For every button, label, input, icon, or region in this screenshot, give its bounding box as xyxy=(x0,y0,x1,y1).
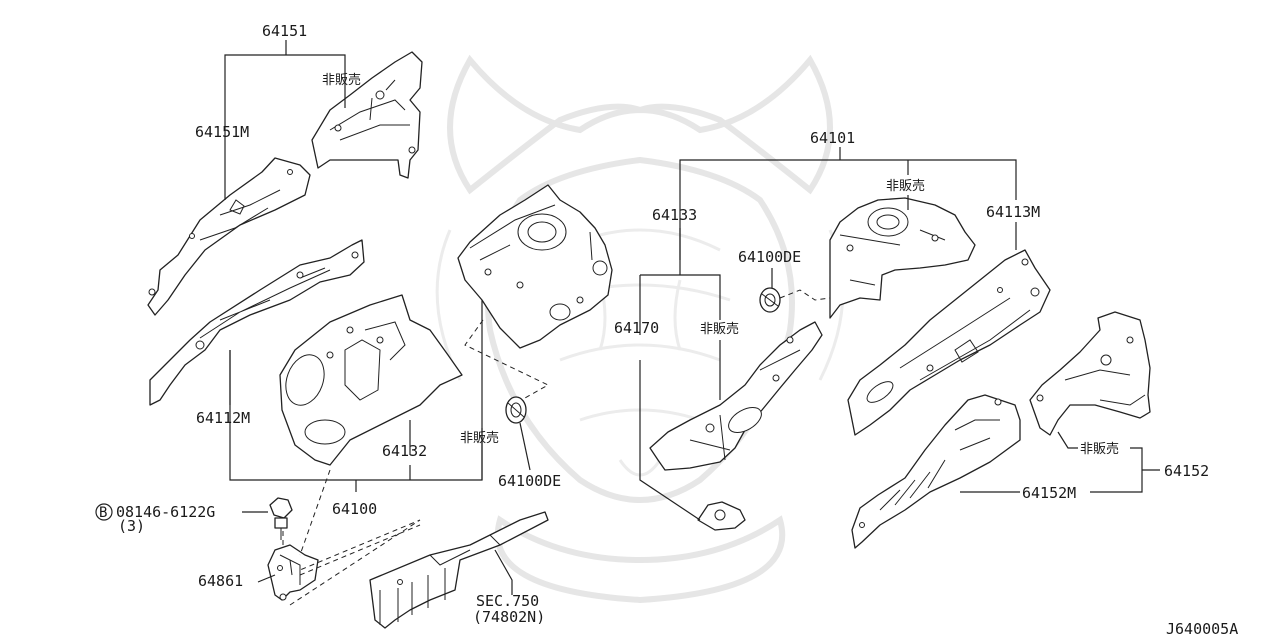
label-not-for-sale-64101: 非販売 xyxy=(886,178,925,194)
label-64113m: 64113M xyxy=(986,203,1040,221)
label-64151: 64151 xyxy=(262,22,307,40)
label-64152: 64152 xyxy=(1164,462,1209,480)
label-not-for-sale-64170: 非販売 xyxy=(700,321,739,337)
part-64100de-left xyxy=(505,396,527,424)
part-64861-bracket xyxy=(267,544,319,601)
label-64101: 64101 xyxy=(810,129,855,147)
part-64151-upper xyxy=(311,51,423,179)
part-64113m xyxy=(847,249,1051,436)
label-64100de-right: 64100DE xyxy=(738,248,801,266)
label-not-for-sale-64100: 非販売 xyxy=(460,430,499,446)
label-not-for-sale-64151: 非販売 xyxy=(322,72,361,88)
label-sec750-part: (74802N) xyxy=(473,608,545,626)
part-64152m xyxy=(851,394,1021,549)
part-64100de-right xyxy=(759,287,781,313)
label-bolt-qty: (3) xyxy=(118,517,145,535)
label-64133: 64133 xyxy=(652,206,697,224)
label-64132: 64132 xyxy=(382,442,427,460)
label-64861: 64861 xyxy=(198,572,243,590)
label-64170: 64170 xyxy=(614,319,659,337)
part-sec750-frame xyxy=(369,511,549,629)
part-64170 xyxy=(649,321,823,471)
bolt-circle-mark xyxy=(95,503,113,521)
label-not-for-sale-64152: 非販売 xyxy=(1080,441,1119,457)
part-64101-top xyxy=(829,197,976,319)
part-64132 xyxy=(279,294,463,466)
leader-lines xyxy=(224,40,1160,606)
part-64133 xyxy=(697,501,746,531)
bolt-08146-6122g xyxy=(269,497,293,540)
part-64112m xyxy=(149,239,365,406)
part-64152 xyxy=(1029,311,1151,436)
part-64151m xyxy=(147,157,311,316)
label-bolt-code: 08146-6122G xyxy=(116,503,215,521)
label-bolt-circle: B xyxy=(99,505,107,521)
label-64112m: 64112M xyxy=(196,409,250,427)
label-64100de-left: 64100DE xyxy=(498,472,561,490)
label-64151m: 64151M xyxy=(195,123,249,141)
label-64152m: 64152M xyxy=(1022,484,1076,502)
label-64100: 64100 xyxy=(332,500,377,518)
part-labels: 64151 非販売 64151M 64112M 64132 非販売 64100 … xyxy=(95,22,1238,638)
part-64100-strut-housing xyxy=(457,184,613,349)
diagram-code: J640005A xyxy=(1166,620,1238,638)
label-sec750: SEC.750 xyxy=(476,592,539,610)
